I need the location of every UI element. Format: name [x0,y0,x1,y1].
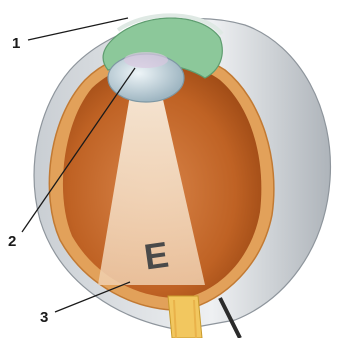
label-1: 1 [12,35,20,52]
label-2: 2 [8,233,16,250]
label-3: 3 [40,309,48,326]
leader-line-1 [28,18,128,40]
